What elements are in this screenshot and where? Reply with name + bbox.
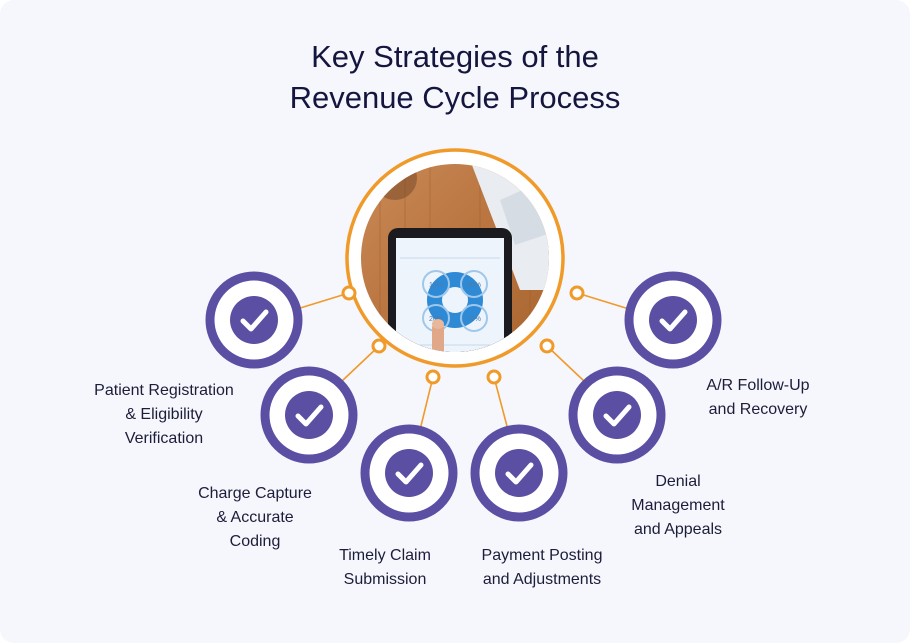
chart-label-1: 15%: [429, 282, 443, 289]
junction-dot-registration: [341, 285, 357, 301]
junction-dot-ar-followup: [569, 285, 585, 301]
badge-registration: [205, 271, 303, 369]
junction-dot-claim-submission: [425, 369, 441, 385]
connector-registration: [296, 292, 350, 310]
label-denial-management-line-1: Denial: [655, 473, 701, 490]
badge-denial-management: [568, 366, 666, 464]
label-payment-posting-line-2: and Adjustments: [482, 571, 602, 588]
label-registration-line-3: Verification: [124, 430, 204, 447]
chart-label-2: 46%: [467, 282, 481, 289]
page-title-line-2: Revenue Cycle Process: [289, 80, 621, 115]
label-claim-submission-line-1: Timely Claim: [339, 547, 431, 564]
junction-dots: [341, 285, 585, 385]
check-icon: [659, 309, 688, 332]
label-charge-capture-line-2: & Accurate: [216, 509, 294, 526]
check-icon: [505, 462, 534, 485]
junction-dot-denial-management: [539, 338, 555, 354]
label-claim-submission: Timely Claim Submission: [320, 544, 450, 592]
label-charge-capture: Charge Capture & Accurate Coding: [180, 482, 330, 554]
connector-payment-posting: [493, 376, 509, 431]
page-title-line-1: Key Strategies of the: [311, 39, 599, 74]
connector-charge-capture: [341, 345, 380, 382]
label-denial-management-line-2: Management: [631, 497, 725, 514]
label-payment-posting-line-1: Payment Posting: [481, 547, 603, 564]
label-payment-posting: Payment Posting and Adjustments: [462, 544, 622, 592]
check-icon: [240, 309, 269, 332]
check-icon: [603, 404, 632, 427]
chart-label-4: 75%: [467, 316, 481, 323]
label-charge-capture-line-3: Coding: [229, 533, 281, 550]
check-icon: [395, 462, 424, 485]
label-registration: Patient Registration & Eligibility Verif…: [74, 379, 254, 451]
label-denial-management: Denial Management and Appeals: [608, 470, 748, 542]
label-claim-submission-line-2: Submission: [343, 571, 427, 588]
badge-ar-followup: [624, 271, 722, 369]
connector-denial-management: [546, 345, 585, 382]
label-charge-capture-line-1: Charge Capture: [198, 485, 312, 502]
connector-ar-followup: [576, 292, 630, 310]
connector-lines: [296, 292, 630, 431]
label-ar-followup: A/R Follow-Up and Recovery: [688, 374, 828, 422]
label-ar-followup-line-2: and Recovery: [708, 401, 808, 418]
junction-dot-payment-posting: [486, 369, 502, 385]
center-photo: 15% 46% 20% 75%: [345, 148, 565, 368]
junction-dot-charge-capture: [371, 338, 387, 354]
label-registration-line-2: & Eligibility: [125, 406, 203, 423]
check-icon: [295, 404, 324, 427]
badge-claim-submission: [360, 424, 458, 522]
label-registration-line-1: Patient Registration: [94, 382, 234, 399]
badge-charge-capture: [260, 366, 358, 464]
label-ar-followup-line-1: A/R Follow-Up: [706, 377, 810, 394]
connector-claim-submission: [419, 376, 434, 431]
badge-payment-posting: [470, 424, 568, 522]
label-denial-management-line-3: and Appeals: [633, 521, 723, 538]
